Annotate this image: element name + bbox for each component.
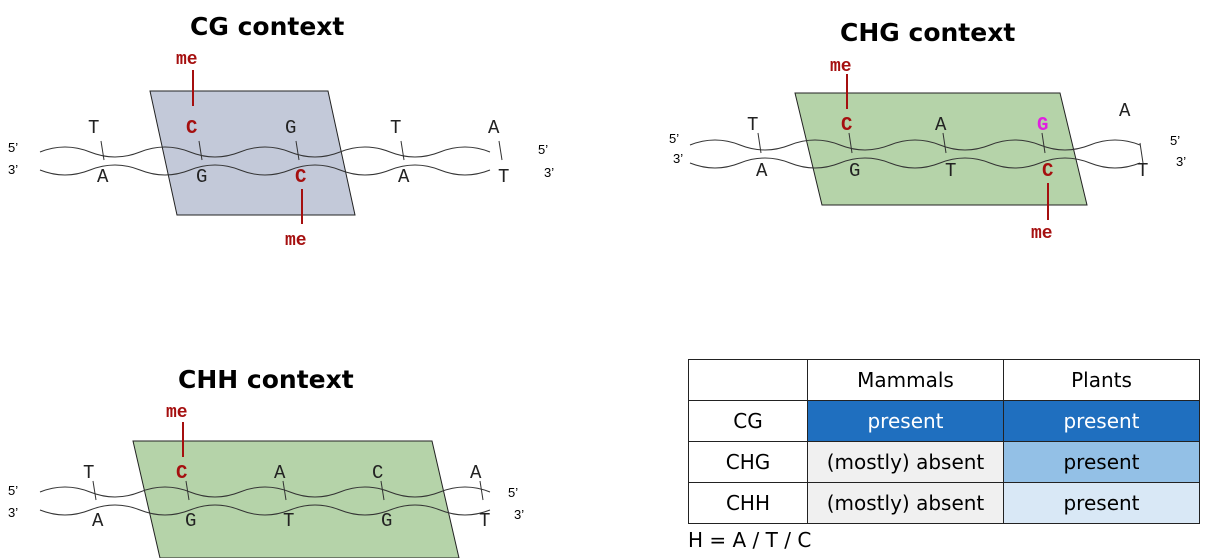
chg-top-base-methylated: C xyxy=(841,114,852,136)
chg-top-base: A xyxy=(935,114,947,136)
cg-context-title: CG context xyxy=(190,12,345,41)
chg-top-5prime-left: 5’ xyxy=(669,131,679,146)
cell-chg-plants: present xyxy=(1003,441,1200,483)
chh-bottom-base: A xyxy=(92,510,104,532)
chg-context-title: CHG context xyxy=(840,18,1016,47)
chh-top-base: C xyxy=(372,462,383,484)
cg-methyl-label-bottom: me xyxy=(285,231,307,251)
chh-top-base-methylated: C xyxy=(176,462,187,484)
chg-context-diagram: T A C G A T G C A T me me 5’ 3’ 5’ 3’ xyxy=(640,0,1213,260)
chg-top-5prime-right: 5’ xyxy=(1170,133,1180,148)
chg-top-base-h-position: G xyxy=(1037,114,1048,136)
chg-highlight-box xyxy=(794,92,1088,206)
cell-cg-plants: present xyxy=(1003,400,1200,442)
chg-bottom-base: G xyxy=(849,160,860,182)
cg-bottom-3prime-right: 3’ xyxy=(544,165,554,180)
chh-bottom-3prime-left: 3’ xyxy=(8,505,18,520)
chh-top-base: T xyxy=(83,462,94,484)
cg-bottom-strand xyxy=(39,164,491,176)
cg-pair-3: G C xyxy=(285,117,306,188)
chh-top-5prime-right: 5’ xyxy=(508,485,518,500)
chg-pair-4: G C xyxy=(1037,114,1053,182)
cg-top-base: A xyxy=(488,117,500,139)
chh-top-strand xyxy=(39,486,491,498)
cg-pair-5: A T xyxy=(488,117,509,188)
chh-pair-1: T A xyxy=(83,462,104,532)
chg-bottom-strand xyxy=(689,157,1141,169)
cg-bottom-base: T xyxy=(498,166,509,188)
chg-pair-1: T A xyxy=(747,114,768,182)
cg-bottom-base: A xyxy=(97,166,109,188)
chh-highlight-box xyxy=(132,440,460,558)
chh-bottom-base: T xyxy=(283,510,294,532)
chg-bottom-base: T xyxy=(945,160,956,182)
chg-bottom-3prime-right: 3’ xyxy=(1176,154,1186,169)
methylation-comparison-table: Mammals Plants CG present present CHG (m… xyxy=(688,359,1200,524)
chg-top-strand xyxy=(689,139,1141,151)
cg-top-base: T xyxy=(88,117,99,139)
row-label-cg: CG xyxy=(688,400,808,442)
chg-pair-5: A T xyxy=(1119,100,1148,182)
chh-pair-2: C G xyxy=(176,462,196,532)
cg-top-strand xyxy=(39,146,491,158)
chg-top-base-overhang: A xyxy=(1119,100,1131,122)
chh-context-diagram: T A C G A T C G A T me 5’ 3’ 5’ 3’ xyxy=(0,395,600,558)
h-definition-note: H = A / T / C xyxy=(688,528,812,552)
chg-bottom-base: T xyxy=(1137,160,1148,182)
cg-pair-2: C G xyxy=(186,117,207,188)
cg-pair-1: T A xyxy=(88,117,109,188)
table-row: CG present present xyxy=(688,400,1200,442)
cg-top-5prime-left: 5’ xyxy=(8,140,18,155)
cg-top-base: G xyxy=(285,117,296,139)
column-header-mammals: Mammals xyxy=(807,359,1004,401)
row-label-chg: CHG xyxy=(688,441,808,483)
cg-bottom-base: A xyxy=(398,166,410,188)
cell-chh-plants: present xyxy=(1003,482,1200,524)
chh-top-base: A xyxy=(470,462,482,484)
chh-bottom-3prime-right: 3’ xyxy=(514,507,524,522)
chg-bottom-base: A xyxy=(756,160,768,182)
cg-top-base: T xyxy=(390,117,401,139)
chh-top-base: A xyxy=(274,462,286,484)
table-row: CHH (mostly) absent present xyxy=(688,482,1200,524)
cg-highlight-box xyxy=(149,90,356,216)
chh-bottom-base: G xyxy=(381,510,392,532)
cg-top-5prime-right: 5’ xyxy=(538,142,548,157)
chg-top-base: T xyxy=(747,114,758,136)
cg-methyl-label-top: me xyxy=(176,50,198,70)
chh-pair-4: C G xyxy=(372,462,392,532)
chh-bottom-base: T xyxy=(479,510,490,532)
table-row: CHG (mostly) absent present xyxy=(688,441,1200,483)
column-header-plants: Plants xyxy=(1003,359,1200,401)
chg-bottom-base-methylated: C xyxy=(1042,160,1053,182)
row-label-chh: CHH xyxy=(688,482,808,524)
chg-methyl-label-top: me xyxy=(830,57,852,77)
cg-context-diagram: T A C G G C T A A T me me 5’ 3’ 5 xyxy=(0,0,600,270)
chh-context-title: CHH context xyxy=(178,365,354,394)
chh-methyl-label-top: me xyxy=(166,403,188,423)
chg-pair-3: A T xyxy=(935,114,956,182)
chh-bottom-strand xyxy=(39,504,491,516)
chh-bottom-base: G xyxy=(185,510,196,532)
table-corner-cell xyxy=(688,359,808,401)
chg-bottom-3prime-left: 3’ xyxy=(673,151,683,166)
chg-methyl-label-bottom: me xyxy=(1031,224,1053,244)
cell-chh-mammals: (mostly) absent xyxy=(807,482,1004,524)
cg-pair-4: T A xyxy=(390,117,410,188)
table-header-row: Mammals Plants xyxy=(688,359,1200,401)
cg-top-base-methylated: C xyxy=(186,117,197,139)
cell-cg-mammals: present xyxy=(807,400,1004,442)
cg-bottom-3prime-left: 3’ xyxy=(8,162,18,177)
chg-pair-2: C G xyxy=(841,114,860,182)
chh-pair-3: A T xyxy=(274,462,294,532)
cell-chg-mammals: (mostly) absent xyxy=(807,441,1004,483)
cg-bottom-base: G xyxy=(196,166,207,188)
cg-bottom-base-methylated: C xyxy=(295,166,306,188)
chh-pair-5: A T xyxy=(470,462,490,532)
chh-top-5prime-left: 5’ xyxy=(8,483,18,498)
